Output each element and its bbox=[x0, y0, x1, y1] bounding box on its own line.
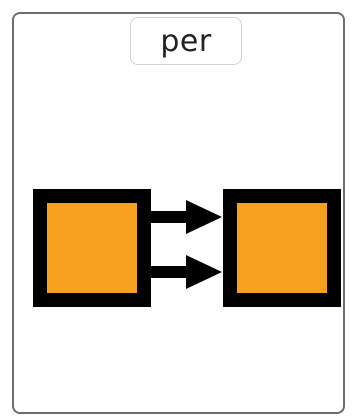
left-box bbox=[33, 189, 151, 307]
bottom-arrow-icon bbox=[146, 255, 222, 289]
card-label: per bbox=[160, 23, 212, 59]
right-box bbox=[223, 189, 341, 307]
label-box: per bbox=[130, 17, 242, 65]
top-arrow-icon bbox=[146, 200, 222, 234]
